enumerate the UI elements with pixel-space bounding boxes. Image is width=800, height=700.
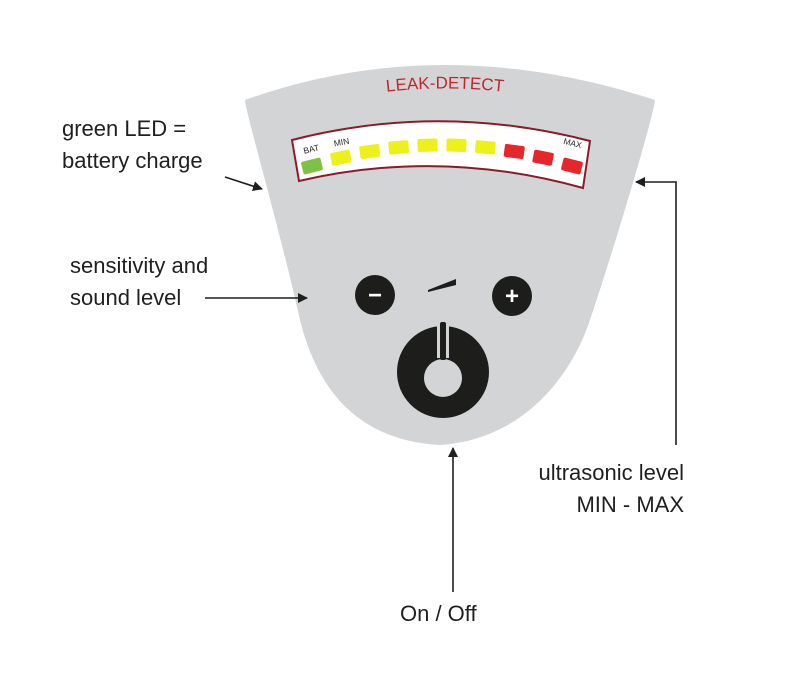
power-annotation-text: On / Off xyxy=(400,601,477,626)
battery-annotation-line1: green LED = xyxy=(62,116,187,141)
led-bar xyxy=(301,138,583,175)
battery-arrow xyxy=(224,176,263,191)
power-icon xyxy=(440,322,446,360)
minus-symbol: − xyxy=(368,282,382,309)
sensitivity-annotation-line2: sound level xyxy=(70,285,182,310)
sensitivity-annotation: sensitivity and sound level xyxy=(70,250,208,314)
battery-annotation: green LED = battery charge xyxy=(62,113,203,177)
led-level-5 xyxy=(417,138,438,152)
device-title-text: LEAK-DETECT xyxy=(385,73,505,95)
ultrasonic-annotation: ultrasonic level MIN - MAX xyxy=(538,457,684,521)
led-level-2 xyxy=(330,149,352,166)
led-label-min: MIN xyxy=(333,136,350,149)
power-annotation: On / Off xyxy=(400,598,477,630)
sensitivity-wedge-icon xyxy=(428,279,456,292)
plus-button[interactable]: + xyxy=(492,276,532,316)
led-label-bat: BAT xyxy=(302,142,320,156)
led-level-8 xyxy=(503,143,525,160)
led-level-9 xyxy=(532,149,554,166)
ultrasonic-annotation-line2: MIN - MAX xyxy=(576,492,684,517)
ultrasonic-annotation-line1: ultrasonic level xyxy=(538,460,684,485)
minus-button[interactable]: − xyxy=(355,275,395,315)
led-level-10 xyxy=(561,157,583,175)
led-level-6 xyxy=(446,138,467,152)
led-level-4 xyxy=(388,140,410,155)
led-label-max: MAX xyxy=(563,136,584,150)
led-level-3 xyxy=(359,143,381,160)
plus-symbol: + xyxy=(505,283,519,310)
led-level-7 xyxy=(474,140,496,155)
device-title: LEAK-DETECT xyxy=(385,73,505,95)
battery-annotation-line2: battery charge xyxy=(62,148,203,173)
led-battery-1 xyxy=(301,157,323,175)
led-window xyxy=(290,120,592,190)
sensitivity-annotation-line1: sensitivity and xyxy=(70,253,209,278)
power-button[interactable] xyxy=(397,318,489,418)
ultrasonic-arrow xyxy=(635,177,677,445)
